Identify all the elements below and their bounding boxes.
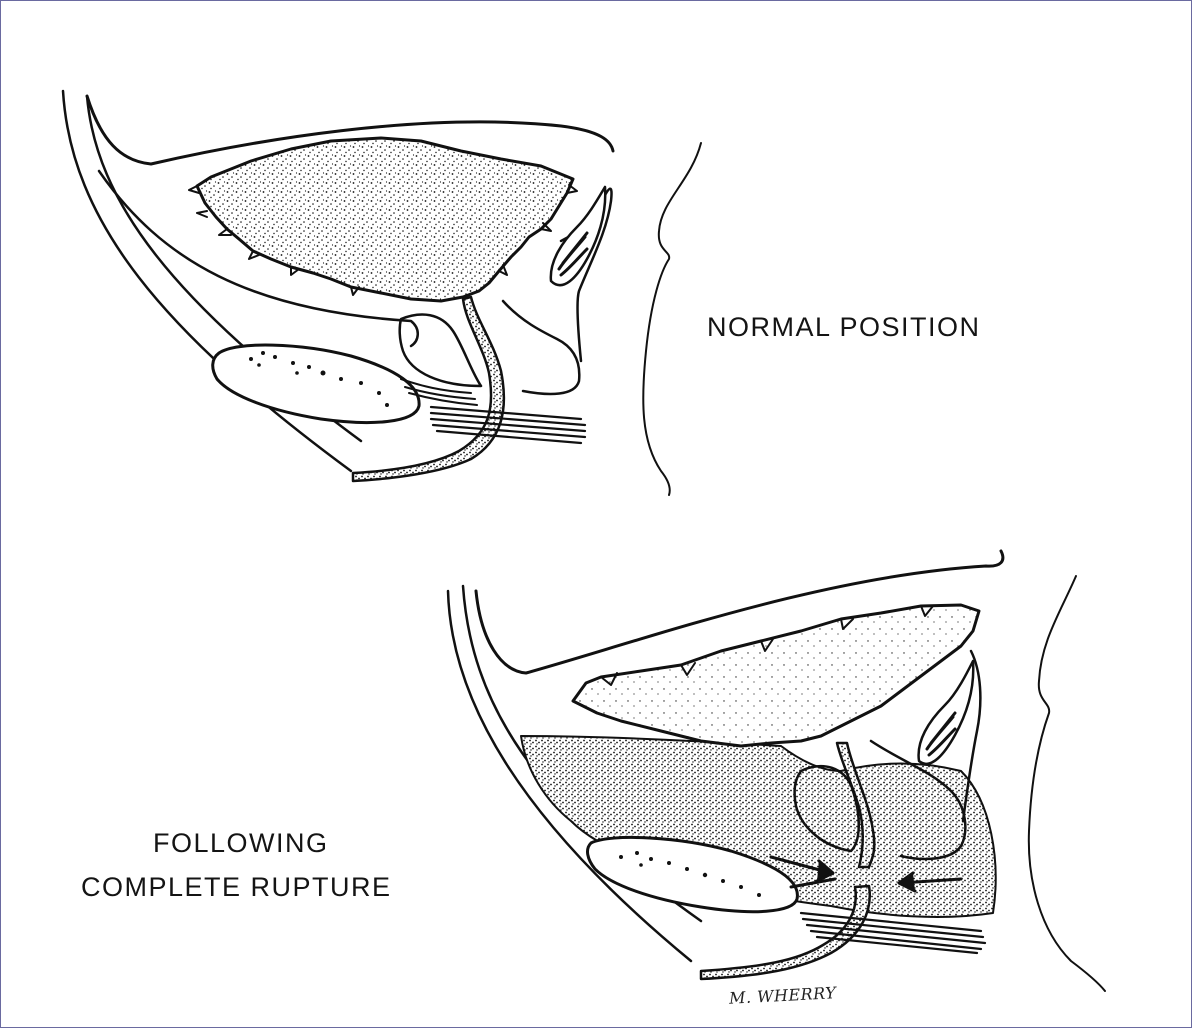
normal-position-figure [63,91,701,495]
perineal-skin-line [643,143,701,495]
displaced-bladder [573,605,979,746]
urogenital-diaphragm [431,407,585,443]
normal-position-label: NORMAL POSITION [707,314,981,341]
prostate-lobe [400,315,481,386]
bladder [197,138,573,301]
perineal-skin-line-rupture [1029,576,1105,991]
rectum-outline [503,301,579,394]
pubic-bone [213,345,419,422]
rupture-figure [448,551,1105,991]
following-label: FOLLOWING [153,830,329,857]
complete-rupture-label: COMPLETE RUPTURE [81,874,392,901]
